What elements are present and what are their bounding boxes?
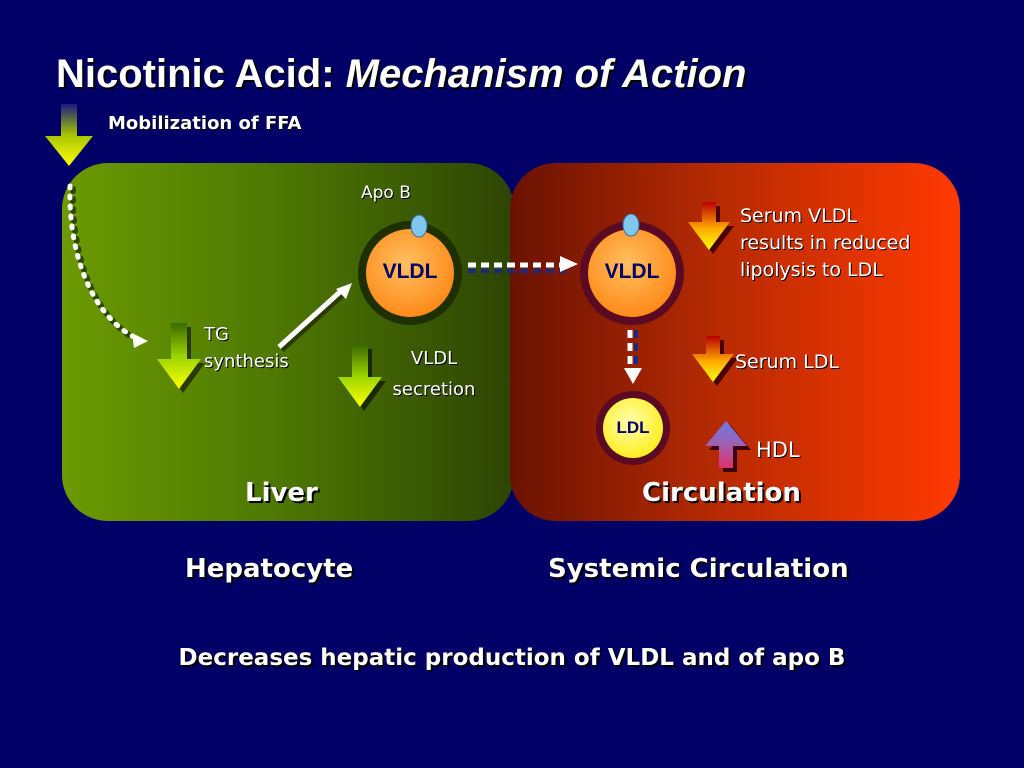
tg-down-arrow-icon: [157, 323, 205, 393]
vldl-to-ldl-dashed-arrow: [624, 330, 642, 384]
circulation-vldl-label: VLDL: [604, 260, 660, 283]
vldl-secretion-label: VLDL secretion: [386, 345, 482, 403]
ffa-down-arrow-icon: [45, 104, 93, 166]
ffa-label: Mobilization of FFA: [108, 113, 302, 134]
ffa-to-tg-dotted-path: [69, 186, 146, 346]
serum-vldl-line2: results in reduced: [740, 232, 911, 254]
title-main: Nicotinic Acid:: [56, 52, 346, 96]
hdl-up-arrow-icon: [705, 421, 751, 472]
serum-ldl-down-arrow-icon: [692, 336, 738, 386]
tg-to-vldl-arrow: [277, 283, 352, 352]
liver-vldl-particle: [358, 214, 462, 325]
tg-label-line1: TG: [204, 324, 229, 345]
serum-vldl-line1: Serum VLDL: [740, 205, 857, 227]
tg-synthesis-label: TG synthesis: [204, 321, 289, 375]
secretion-dashed-arrow: [468, 256, 578, 273]
serum-ldl-label: Serum LDL: [735, 351, 839, 373]
circulation-panel-label: Circulation: [642, 478, 801, 508]
serum-vldl-down-arrow-icon: [688, 202, 734, 254]
apob-label: Apo B: [361, 183, 411, 203]
vldl-secretion-line1: VLDL: [410, 348, 458, 369]
serum-vldl-label: Serum VLDL results in reduced lipolysis …: [740, 203, 910, 284]
vldl-secretion-line2: secretion: [392, 379, 476, 400]
title-italic: Mechanism of Action: [345, 52, 747, 96]
tg-label-line2: synthesis: [204, 351, 289, 372]
hepatocyte-label: Hepatocyte: [185, 554, 354, 584]
systemic-circulation-label: Systemic Circulation: [548, 554, 849, 584]
circulation-apob-marker: [622, 213, 640, 237]
circulation-vldl-particle: [580, 213, 684, 325]
ldl-label: LDL: [616, 418, 650, 437]
ldl-particle: [596, 391, 670, 465]
serum-vldl-line3: lipolysis to LDL: [740, 259, 883, 281]
slide-title: Nicotinic Acid: Mechanism of Action: [56, 52, 746, 97]
liver-panel-label: Liver: [245, 478, 318, 508]
liver-apob-marker: [410, 214, 428, 238]
footer-statement: Decreases hepatic production of VLDL and…: [178, 645, 846, 671]
vldl-secretion-down-arrow-icon: [338, 345, 386, 411]
liver-vldl-label: VLDL: [382, 260, 438, 283]
hdl-label: HDL: [756, 438, 800, 462]
